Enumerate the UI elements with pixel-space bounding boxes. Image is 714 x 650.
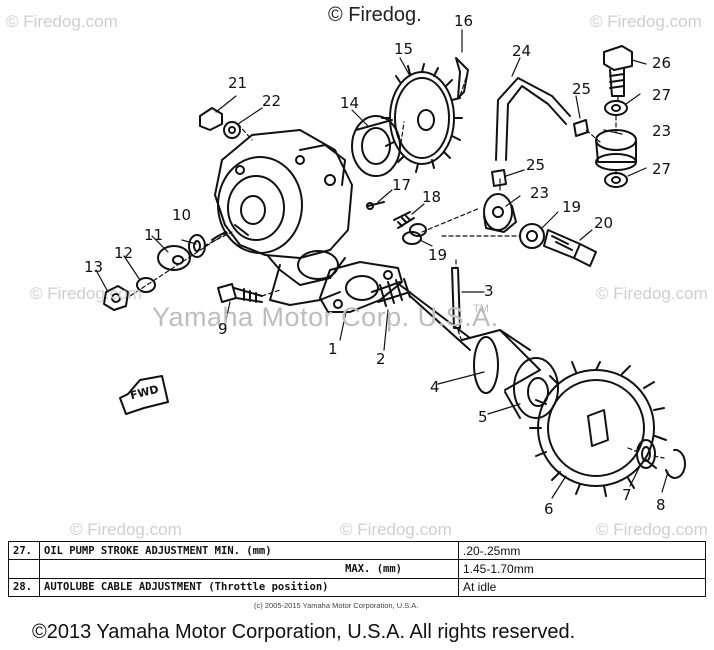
- gasket: [319, 261, 403, 313]
- callout-27b[interactable]: 27: [652, 160, 672, 178]
- oil-pump-housing: [211, 129, 353, 286]
- spec-row: 27. OIL PUMP STROKE ADJUSTMENT MIN. (mm)…: [8, 540, 706, 561]
- driven-gear: [381, 63, 463, 173]
- watermark-top: © Firedog.: [328, 4, 422, 26]
- watermark-top-left: © Firedog.com: [6, 12, 118, 31]
- callout-10[interactable]: 10: [172, 206, 192, 224]
- parts-diagram: [95, 29, 686, 499]
- watermark-bottom-center: © Firedog.com: [340, 520, 452, 539]
- callout-17[interactable]: 17: [392, 176, 412, 194]
- circlip: [665, 448, 686, 479]
- bearing: [351, 115, 401, 177]
- callout-26[interactable]: 26: [652, 54, 672, 72]
- callout-12[interactable]: 12: [114, 244, 134, 262]
- callout-18[interactable]: 18: [422, 188, 442, 206]
- callout-23a[interactable]: 23: [530, 184, 550, 202]
- worm-shaft: [371, 278, 471, 351]
- watermark-top-right: © Firedog.com: [590, 12, 702, 31]
- callout-11[interactable]: 11: [144, 226, 164, 244]
- washer: [636, 439, 656, 469]
- watermark-bottom-right: © Firedog.com: [596, 520, 708, 539]
- spec-row: 28. AUTOLUBE CABLE ADJUSTMENT (Throttle …: [8, 577, 706, 598]
- source-note: (c) 2005-2015 Yamaha Motor Corporation, …: [254, 601, 419, 610]
- callout-14[interactable]: 14: [340, 94, 360, 112]
- watermark-center: Yamaha Motor Corp. U.S.A.: [152, 302, 499, 332]
- callout-9[interactable]: 9: [218, 320, 228, 338]
- callout-19a[interactable]: 19: [428, 246, 448, 264]
- callout-4[interactable]: 4: [430, 378, 440, 396]
- callout-19b[interactable]: 19: [562, 198, 582, 216]
- screw: [217, 283, 263, 303]
- pump-shaft: [461, 329, 559, 419]
- callout-25b[interactable]: 25: [572, 80, 592, 98]
- spec-value: At idle: [458, 577, 706, 598]
- bolt: [603, 45, 633, 97]
- callout-13[interactable]: 13: [84, 258, 104, 276]
- callout-16[interactable]: 16: [454, 12, 474, 30]
- spec-label: MAX. (mm): [39, 559, 459, 579]
- watermark-right: © Firedog.com: [596, 284, 708, 303]
- spec-value: .20-.25mm: [458, 540, 706, 561]
- copyright-footer: ©2013 Yamaha Motor Corporation, U.S.A. A…: [32, 621, 576, 643]
- watermark-bottom-left: © Firedog.com: [70, 520, 182, 539]
- callout-2[interactable]: 2: [376, 350, 386, 368]
- spec-row: MAX. (mm) 1.45-1.70mm: [8, 559, 706, 579]
- banjo-bolt: [543, 229, 597, 267]
- callout-22[interactable]: 22: [262, 92, 282, 110]
- callout-20[interactable]: 20: [594, 214, 614, 232]
- spec-num: 28.: [8, 577, 40, 598]
- callout-27a[interactable]: 27: [652, 86, 672, 104]
- callout-23b[interactable]: 23: [652, 122, 672, 140]
- callout-21[interactable]: 21: [228, 74, 248, 92]
- callout-3[interactable]: 3: [484, 282, 494, 300]
- spec-num: [8, 559, 40, 579]
- callout-7[interactable]: 7: [622, 486, 632, 504]
- callout-1[interactable]: 1: [328, 340, 338, 358]
- spec-num: 27.: [8, 540, 40, 561]
- callout-24[interactable]: 24: [512, 42, 532, 60]
- callout-8[interactable]: 8: [656, 496, 666, 514]
- drive-gear: [529, 361, 667, 497]
- callout-15[interactable]: 15: [394, 40, 414, 58]
- callout-25a[interactable]: 25: [526, 156, 546, 174]
- watermark-tm: TM: [473, 303, 489, 315]
- callout-6[interactable]: 6: [544, 500, 554, 518]
- spec-label: AUTOLUBE CABLE ADJUSTMENT (Throttle posi…: [39, 577, 459, 598]
- cotter-pin: [455, 57, 469, 99]
- spec-label: OIL PUMP STROKE ADJUSTMENT MIN. (mm): [39, 540, 459, 561]
- oil-hose: [495, 77, 571, 161]
- watermark-left: © Firedog.com: [30, 284, 142, 303]
- spec-value: 1.45-1.70mm: [458, 559, 706, 579]
- callout-5[interactable]: 5: [478, 408, 488, 426]
- spec-table: 27. OIL PUMP STROKE ADJUSTMENT MIN. (mm)…: [8, 540, 706, 598]
